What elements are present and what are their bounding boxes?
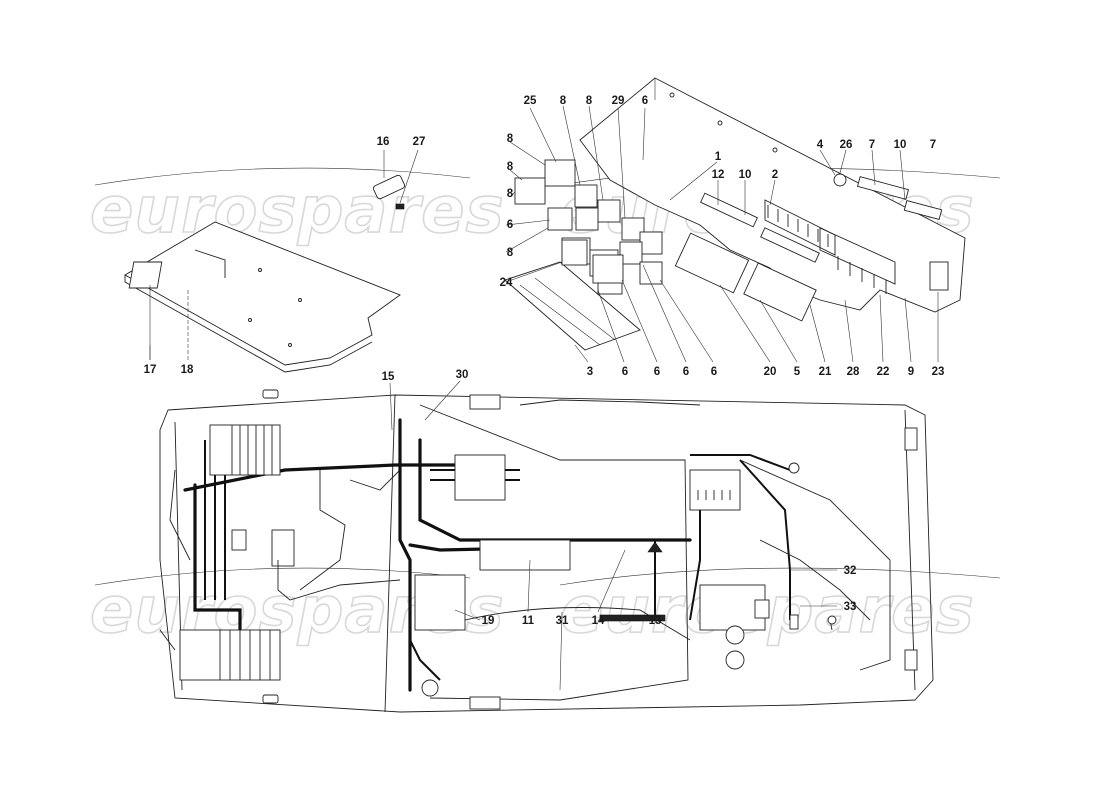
callout-21: 21 <box>819 366 832 378</box>
callout-labels: 25 8 8 29 6 16 27 8 8 8 6 8 24 1 12 10 2… <box>144 95 945 627</box>
callout-3: 3 <box>587 366 593 378</box>
callout-23: 23 <box>932 366 945 378</box>
callout-6: 6 <box>654 366 660 378</box>
callout-7: 7 <box>869 139 875 151</box>
callout-18: 18 <box>181 364 194 376</box>
callout-5: 5 <box>794 366 801 378</box>
callout-32: 32 <box>844 565 857 577</box>
callout-15: 15 <box>382 371 395 383</box>
callout-29: 29 <box>612 95 625 107</box>
callout-6: 6 <box>711 366 717 378</box>
callout-16: 16 <box>377 136 390 148</box>
leader-lines-top <box>505 105 939 363</box>
callout-7: 7 <box>930 139 936 151</box>
callout-12: 12 <box>712 169 725 181</box>
callout-8: 8 <box>507 133 514 145</box>
callout-11: 11 <box>522 615 535 627</box>
callout-25: 25 <box>524 95 537 107</box>
front-harness <box>179 424 472 681</box>
connector-bundle-top-left <box>231 425 273 475</box>
callout-6: 6 <box>507 219 513 231</box>
callout-31: 31 <box>556 615 569 627</box>
callout-26: 26 <box>840 139 853 151</box>
callout-19: 19 <box>482 615 495 627</box>
callout-30: 30 <box>456 369 469 381</box>
callout-1: 1 <box>715 151 722 163</box>
callout-13: 13 <box>649 615 662 627</box>
car-body-outline <box>159 389 934 713</box>
callout-10: 10 <box>739 169 752 181</box>
callout-28: 28 <box>847 366 860 378</box>
callout-14: 14 <box>592 615 605 627</box>
watermark-text-top-left: eurospares <box>90 174 505 248</box>
leader-lines-bottom <box>149 345 837 691</box>
rear-harness <box>689 454 891 671</box>
callout-20: 20 <box>764 366 777 378</box>
callout-8: 8 <box>560 95 567 107</box>
callout-8: 8 <box>507 188 514 200</box>
callout-6: 6 <box>642 95 648 107</box>
callout-6: 6 <box>683 366 689 378</box>
callout-2: 2 <box>772 169 778 181</box>
callout-33: 33 <box>844 601 857 613</box>
callout-22: 22 <box>877 366 890 378</box>
connector-bundle-rear <box>697 490 731 500</box>
callout-4: 4 <box>817 139 824 151</box>
callout-8: 8 <box>507 161 514 173</box>
callout-10: 10 <box>894 139 907 151</box>
callout-17: 17 <box>144 364 157 376</box>
fuse-row <box>767 205 887 294</box>
callout-27: 27 <box>413 136 426 148</box>
fuse-board-assembly <box>504 77 966 351</box>
callout-6: 6 <box>622 366 628 378</box>
callout-9: 9 <box>908 366 914 378</box>
floor-panel-assembly <box>124 221 401 373</box>
central-harness <box>398 394 701 710</box>
callout-8: 8 <box>586 95 593 107</box>
connector-bundle-bottom-left <box>219 630 271 680</box>
callout-24: 24 <box>500 277 513 289</box>
callout-8: 8 <box>507 247 514 259</box>
relay-16-27 <box>372 149 419 210</box>
